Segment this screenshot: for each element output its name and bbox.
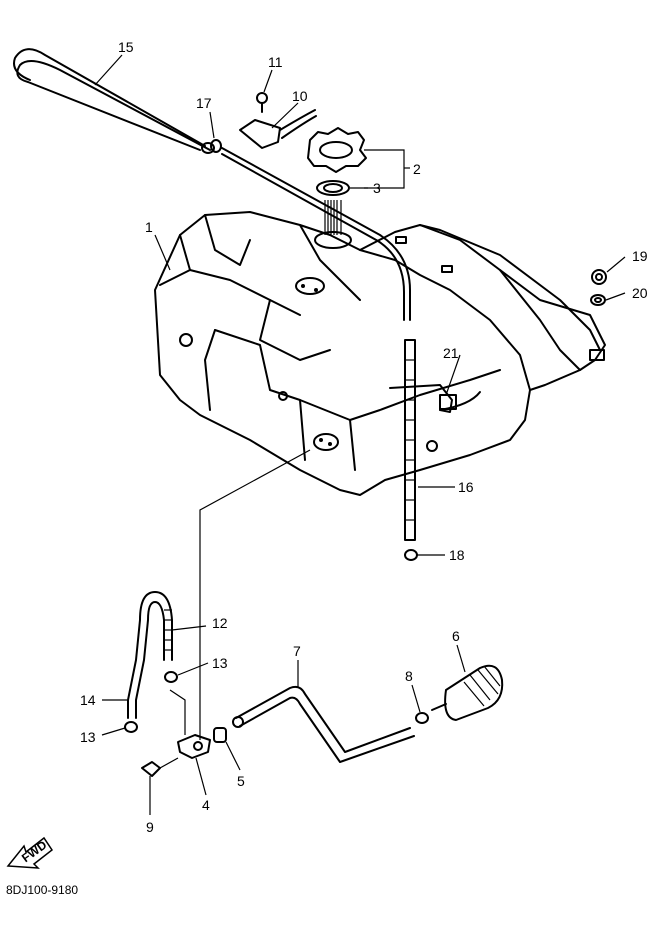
callout-18: 18 <box>449 547 465 563</box>
callout-8: 8 <box>405 668 413 684</box>
handle-bar-part <box>13 48 215 154</box>
fuel-filter-part <box>431 664 504 721</box>
fuel-tank-part <box>154 211 606 496</box>
callout-16: 16 <box>458 479 474 495</box>
connection-line <box>199 449 311 740</box>
hose-clamp-lower-part <box>124 721 138 733</box>
hose-clamp-upper-part <box>164 671 178 683</box>
callout-10: 10 <box>292 88 308 104</box>
tube-cap-part <box>404 549 418 561</box>
callout-labels: 15 11 10 17 2 3 1 19 20 21 16 18 12 13 1… <box>80 39 648 835</box>
callout-12: 12 <box>212 615 228 631</box>
callout-5: 5 <box>237 773 245 789</box>
callout-17: 17 <box>196 95 212 111</box>
fuel-cock-part <box>169 689 211 759</box>
callout-13-upper: 13 <box>212 655 228 671</box>
callout-1: 1 <box>145 219 153 235</box>
drain-tube-part <box>404 339 416 541</box>
cap-gasket-part <box>316 180 350 196</box>
fuel-cap-part <box>307 127 367 173</box>
washer-part <box>590 294 606 306</box>
callout-13-lower: 13 <box>80 729 96 745</box>
callout-15: 15 <box>118 39 134 55</box>
pipe-clamp-part <box>415 712 429 724</box>
callout-19: 19 <box>632 248 648 264</box>
callout-20: 20 <box>632 285 648 301</box>
callout-11: 11 <box>268 54 283 70</box>
callout-21: 21 <box>443 345 459 361</box>
callout-6: 6 <box>452 628 460 644</box>
forward-arrow-icon: FWD <box>6 836 54 869</box>
mounting-bolt-part <box>389 384 453 413</box>
filler-neck-part <box>314 200 352 249</box>
leader-lines <box>94 54 626 815</box>
callout-7: 7 <box>293 643 301 659</box>
nut-part <box>591 269 607 285</box>
callout-2: 2 <box>413 161 421 177</box>
vent-bracket-part <box>239 109 317 149</box>
fuel-hose-part <box>127 591 173 719</box>
callout-14: 14 <box>80 692 96 708</box>
screw-part <box>141 757 179 777</box>
callout-3: 3 <box>373 180 381 196</box>
callout-9: 9 <box>146 819 154 835</box>
hose-clamp-part <box>210 139 222 153</box>
drawing-code: 8DJ100-9180 <box>6 883 78 897</box>
callout-4: 4 <box>202 797 210 813</box>
hose-joint-part <box>213 727 227 743</box>
fuel-pipe-part <box>232 685 415 763</box>
bolt-part <box>256 92 268 113</box>
